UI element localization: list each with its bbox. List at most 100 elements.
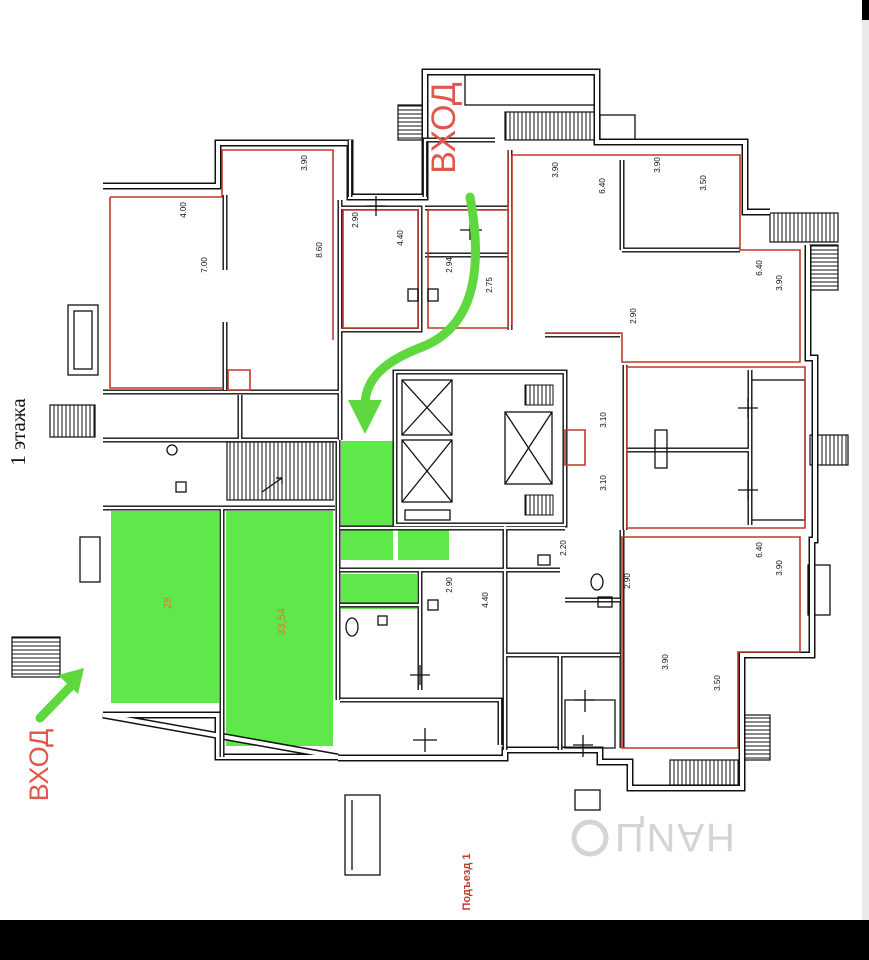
right-edge-strip [862,20,869,920]
balcony-left-top-inner [73,310,93,370]
area-label: 33,54 [276,608,288,636]
ramp [344,794,381,876]
dimension-label: 3.50 [713,675,722,691]
toilet-icon [166,444,178,456]
dimension-label: 4.00 [179,202,188,218]
unit-right-middle [626,366,806,529]
dimension-label: 2.75 [485,277,494,293]
dimension-label: 3.50 [699,175,708,191]
elevator-1-cross-icon [401,379,453,436]
dimension-label: 8.60 [315,242,324,258]
dimension-label: 3.90 [775,560,784,576]
arrow-left-entrance [35,682,75,723]
dimension-label: 2.90 [629,308,638,324]
elevator-3-cross-icon [504,411,553,485]
unit-left-top [109,149,334,389]
door-mark [738,480,758,500]
door-mark [738,398,758,418]
shaft-vent-1 [524,384,554,406]
stair-right-top [769,212,839,243]
door-mark [573,735,593,757]
elevator-core [401,379,554,521]
fixtures [166,196,758,757]
stair-bottom-right [669,759,741,786]
unit-right-bottom [621,536,801,749]
elevator-1 [401,379,453,436]
sink-icon-6 [427,599,439,611]
arrow-top-head-icon [348,400,382,434]
dimension-label: 4.40 [481,592,490,608]
balcony-left-bottom [79,536,101,583]
sink-icon-3 [597,596,613,608]
dimension-label: 3.90 [551,162,560,178]
sink-icon-5 [427,288,439,302]
sink-icon-2 [377,615,388,626]
arrow-left-head-icon [58,668,84,694]
dimension-label: 3.90 [661,654,670,670]
dimension-label: 2.90 [445,577,454,593]
stair-interior [226,441,334,501]
entrance-label-left: ВХОД [24,729,54,802]
dimension-label: 6.40 [598,178,607,194]
watermark-logo-icon [571,819,609,857]
area-label: 28 [162,597,174,609]
dimension-label: 3.90 [300,155,309,171]
premise-33-54 [226,511,333,746]
stairs [11,104,849,786]
floor-title: 1 этажа [6,398,30,466]
highlighted-premises [111,441,449,746]
unit-shaft [564,429,586,466]
watermark: ЦИАН [571,815,737,859]
stair-left [49,404,96,438]
corridor-highlight-1 [341,441,393,560]
stair-entrance-top [397,104,426,141]
dimension-label: 4.40 [396,230,405,246]
sink-icon-4 [407,288,419,302]
entrance-arrows [35,192,481,723]
elevator-2 [401,439,453,503]
dimension-label: 2.94 [445,257,454,273]
dimension-label: 2.20 [559,540,568,556]
shaft-grille [404,509,451,521]
dimension-label: 3.90 [775,275,784,291]
elevator-2-cross-icon [401,439,453,503]
door-mark [413,728,437,752]
door-mark [410,665,430,685]
stair-top [504,111,599,141]
dimension-label: 3.90 [653,157,662,173]
arrow-top-entrance [360,192,481,409]
entrance-label-top: ВХОД [425,82,463,173]
sink-icon [175,481,187,493]
dimension-label: 3.10 [599,412,608,428]
shaft-vent-2 [524,494,554,516]
storage-room [564,699,616,749]
balcony-left-top [67,304,99,376]
elevator-3 [504,411,553,485]
entrance-name: Подъезд 1 [461,853,473,910]
toilet-icon-3 [590,573,604,591]
sink-icon-7 [537,554,551,566]
toilet-icon-2 [345,617,359,637]
dimension-label: 7.00 [200,257,209,273]
dimension-label: 6.40 [755,260,764,276]
premise-28 [111,511,219,703]
dimension-label: 2.90 [351,212,360,228]
dimension-labels: 3.90 4.00 7.00 8.60 2.90 4.40 2.94 2.75 … [179,155,784,691]
dimension-label: 3.10 [599,475,608,491]
stair-bottom-right-2 [741,714,771,761]
dimension-label: 2.90 [623,573,632,589]
bath-icon [654,429,668,469]
stair-right-top-2 [809,244,839,291]
corridor-highlight-2 [398,528,449,560]
unit-right-top [511,154,801,363]
watermark-text: ЦИАН [615,815,737,859]
dimension-label: 6.40 [755,542,764,558]
balcony-right [807,564,831,616]
unit-small-1 [342,209,419,329]
door-mark [366,196,386,216]
small-box-bottom [574,789,601,811]
stair-left-entrance [11,636,61,678]
unit-niche [227,369,251,391]
